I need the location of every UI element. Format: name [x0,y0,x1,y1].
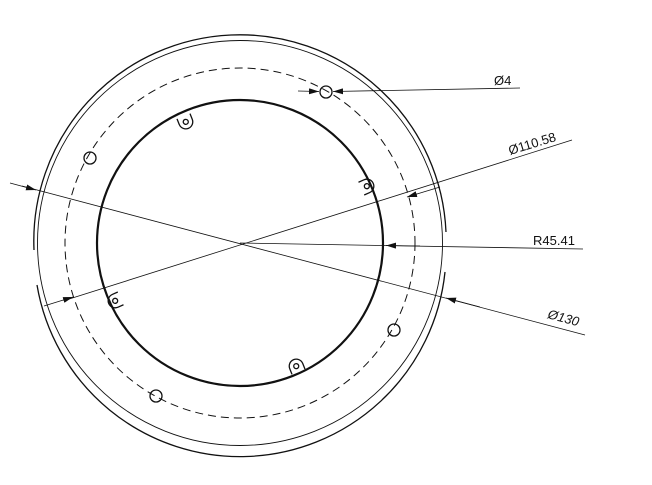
lugs [107,113,375,375]
dim-arrow [406,186,441,198]
bore-circle [95,98,385,388]
lug [288,358,306,375]
lug [176,113,194,130]
bolt-hole [319,85,333,99]
dim-line-outer-diameter [21,185,586,336]
dim-line-hole-left [297,88,320,95]
bolt-circle [64,67,416,419]
bolt-hole [387,323,401,337]
lug [358,178,375,196]
bolt-holes [83,85,401,403]
outer-inner-circle [37,40,443,446]
bolt-hole [83,151,97,165]
dim-line-hole-right [332,87,521,95]
dim-arrow [43,296,74,307]
dim-label-radius: R45.41 [533,233,575,248]
dim-label-bolt-circle: Ø110.58 [506,129,557,158]
dim-arrow [445,297,481,308]
dim-arrow [9,182,37,191]
outer-circle-arc [33,34,447,251]
dim-line-bolt-circle [65,139,573,301]
dim-label-hole-diameter: Ø4 [494,73,511,88]
outer-circle-arc [36,271,446,458]
dim-arrow [385,242,421,249]
lug [107,291,124,309]
bolt-hole [149,389,163,403]
